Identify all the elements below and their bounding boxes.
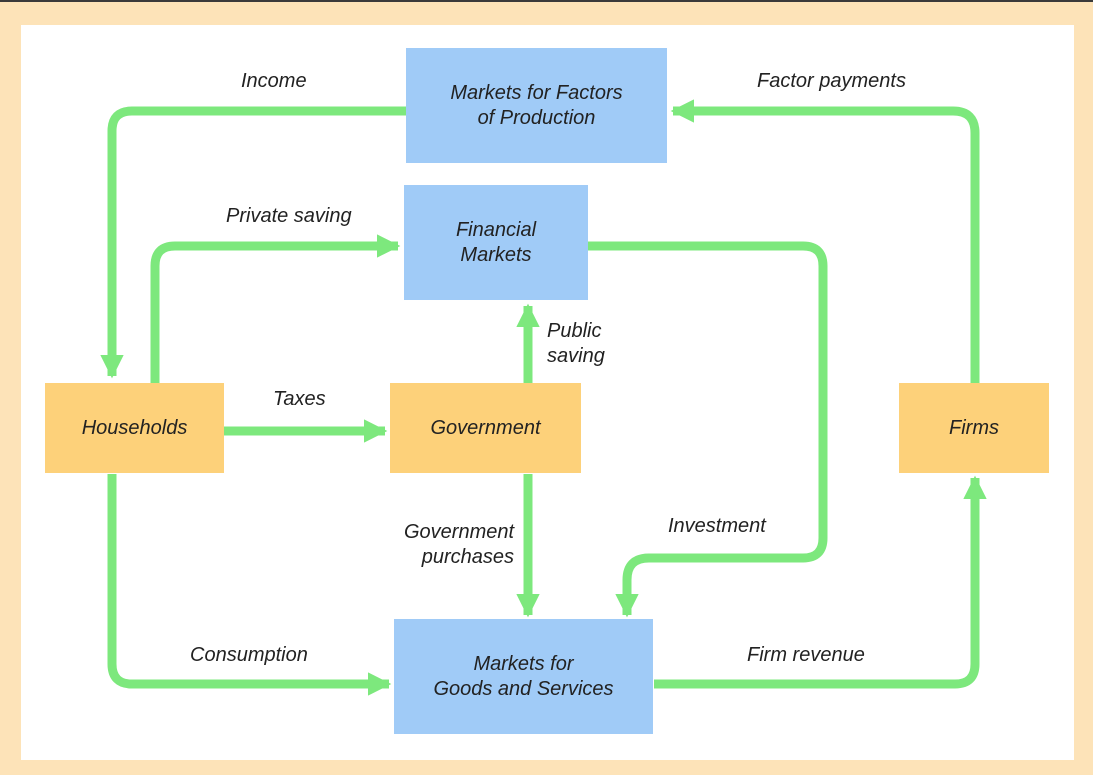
goods-markets-box: Markets for Goods and Services <box>394 619 653 734</box>
firms-box: Firms <box>899 383 1049 473</box>
government-box: Government <box>390 383 581 473</box>
factor-payments-arrow <box>670 99 980 385</box>
public-saving-label: Public saving <box>547 320 605 367</box>
private-saving-arrow <box>150 234 401 383</box>
firm-revenue-arrow <box>654 475 987 689</box>
consumption-arrow <box>107 474 392 696</box>
financial-markets-box: Financial Markets <box>404 185 588 300</box>
investment-label: Investment <box>668 515 766 537</box>
income-label: Income <box>241 70 307 92</box>
investment-arrow <box>588 241 828 618</box>
factor-payments-label: Factor payments <box>757 70 906 92</box>
households-box: Households <box>45 383 224 473</box>
firm-revenue-label: Firm revenue <box>747 644 865 666</box>
private-saving-label: Private saving <box>226 205 352 227</box>
income-arrow <box>100 106 406 379</box>
government-purchases-label: Government purchases <box>404 521 515 568</box>
factor-markets-box: Markets for Factors of Production <box>406 48 667 163</box>
consumption-label: Consumption <box>190 644 308 666</box>
taxes-label: Taxes <box>273 388 326 410</box>
